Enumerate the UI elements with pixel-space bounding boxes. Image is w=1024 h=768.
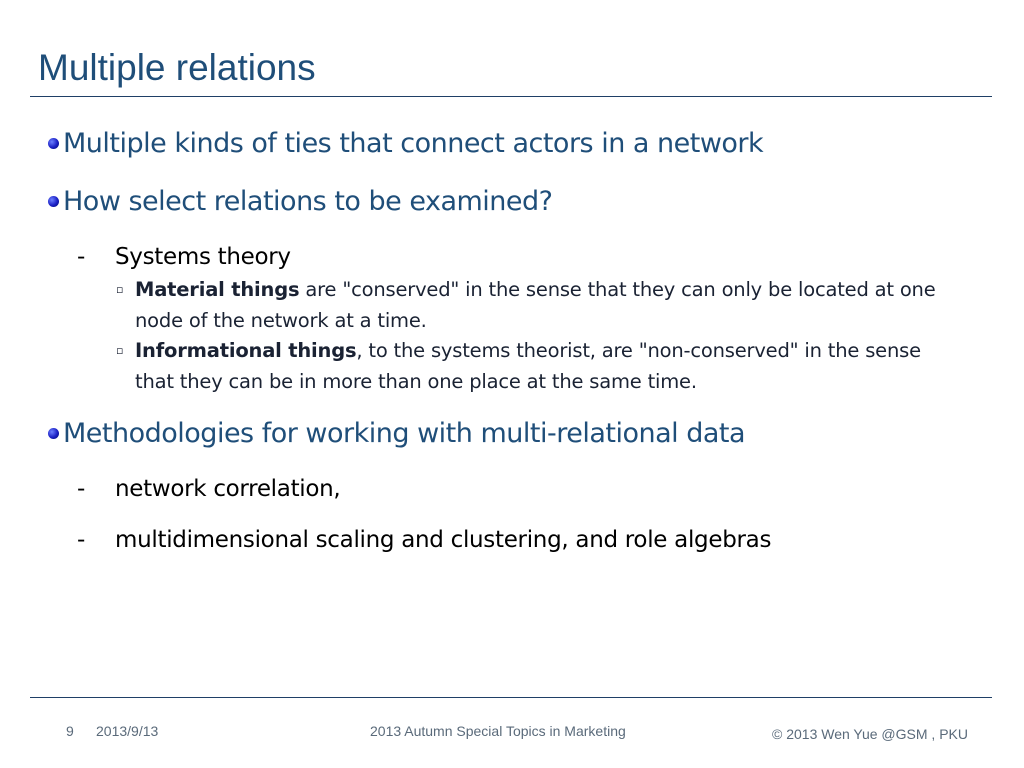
sub-bullet-text: Systems theory <box>115 244 291 270</box>
sub-bullet-text: network correlation, <box>115 476 341 502</box>
title-divider <box>30 96 992 97</box>
dash-marker: - <box>77 527 85 553</box>
dash-marker: - <box>77 244 85 270</box>
footer-copyright: © 2013 Wen Yue @GSM , PKU <box>772 726 968 742</box>
bullet-text: How select relations to be examined? <box>63 186 553 217</box>
term-description: , to the systems theorist, are "non-cons… <box>356 339 921 362</box>
sub-bullet-text: multidimensional scaling and clustering,… <box>115 527 772 553</box>
bullet-item-3: Methodologies for working with multi-rel… <box>48 417 746 451</box>
square-bullet-icon: ▫ <box>116 283 124 296</box>
slide-title: Multiple relations <box>38 47 316 88</box>
term-description-continued: that they can be in more than one place … <box>135 370 697 393</box>
bullet-dot-icon <box>48 428 59 439</box>
bullet-item-2: How select relations to be examined? <box>48 185 553 219</box>
square-bullet-icon: ▫ <box>116 344 124 357</box>
term-description-continued: node of the network at a time. <box>135 309 427 332</box>
sub-sub-bullet-informational-things: ▫ Informational things, to the systems th… <box>116 335 986 397</box>
sub-bullet-scaling-clustering: - multidimensional scaling and clustering… <box>77 525 771 555</box>
sub-sub-bullet-material-things: ▫ Material things are "conserved" in the … <box>116 274 986 336</box>
term-bold: Informational things <box>135 339 357 362</box>
sub-bullet-systems-theory: - Systems theory <box>77 242 291 272</box>
bullet-item-1: Multiple kinds of ties that connect acto… <box>48 127 764 161</box>
term-description: are "conserved" in the sense that they c… <box>299 278 936 301</box>
bullet-dot-icon <box>48 196 59 207</box>
term-bold: Material things <box>135 278 300 301</box>
footer-date: 2013/9/13 <box>96 723 159 739</box>
footer-course-title: 2013 Autumn Special Topics in Marketing <box>370 723 626 739</box>
sub-bullet-network-correlation: - network correlation, <box>77 474 341 504</box>
page-number: 9 <box>66 723 74 739</box>
bullet-text: Multiple kinds of ties that connect acto… <box>63 128 764 159</box>
dash-marker: - <box>77 476 85 502</box>
bullet-dot-icon <box>48 138 59 149</box>
footer-divider <box>30 697 992 698</box>
bullet-text: Methodologies for working with multi-rel… <box>63 418 746 449</box>
